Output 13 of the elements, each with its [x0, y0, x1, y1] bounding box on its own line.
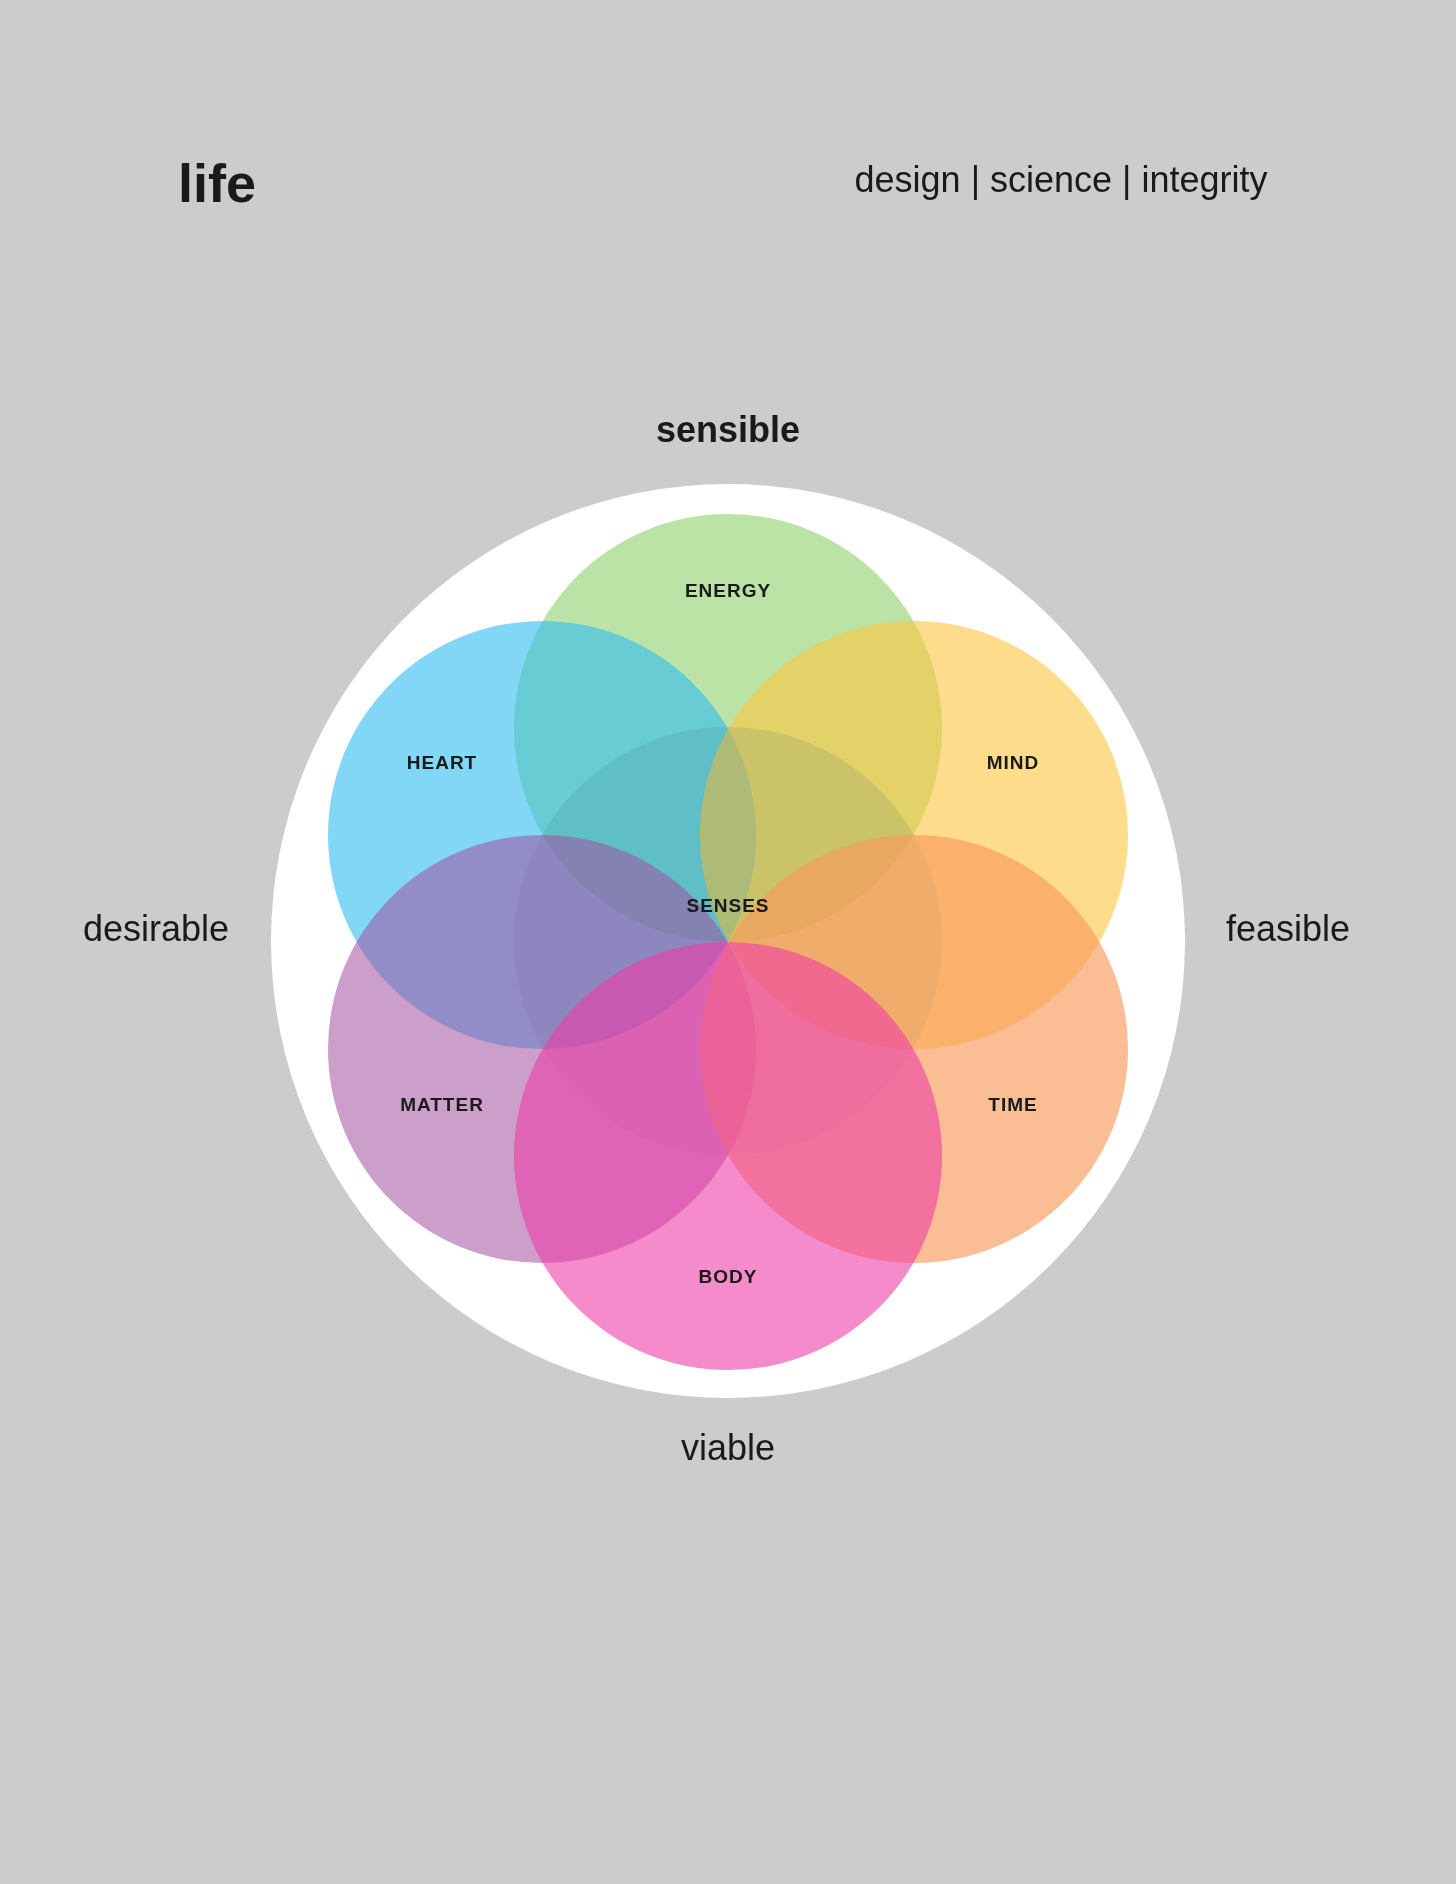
circle-label: BODY	[698, 1266, 758, 1288]
title: life	[178, 152, 256, 214]
circle-label: TIME	[988, 1094, 1038, 1116]
circle-label: MIND	[986, 752, 1040, 774]
axis-label: viable	[680, 1427, 776, 1469]
tagline: design | science | integrity	[854, 159, 1268, 201]
circle-label: SENSES	[686, 895, 770, 917]
axis-label: feasible	[1225, 908, 1351, 950]
axis-label: sensible	[655, 409, 801, 451]
circle-label: MATTER	[400, 1094, 484, 1116]
circle-label: ENERGY	[684, 580, 772, 602]
circle-label: HEART	[406, 752, 478, 774]
axis-label: desirable	[82, 908, 230, 950]
